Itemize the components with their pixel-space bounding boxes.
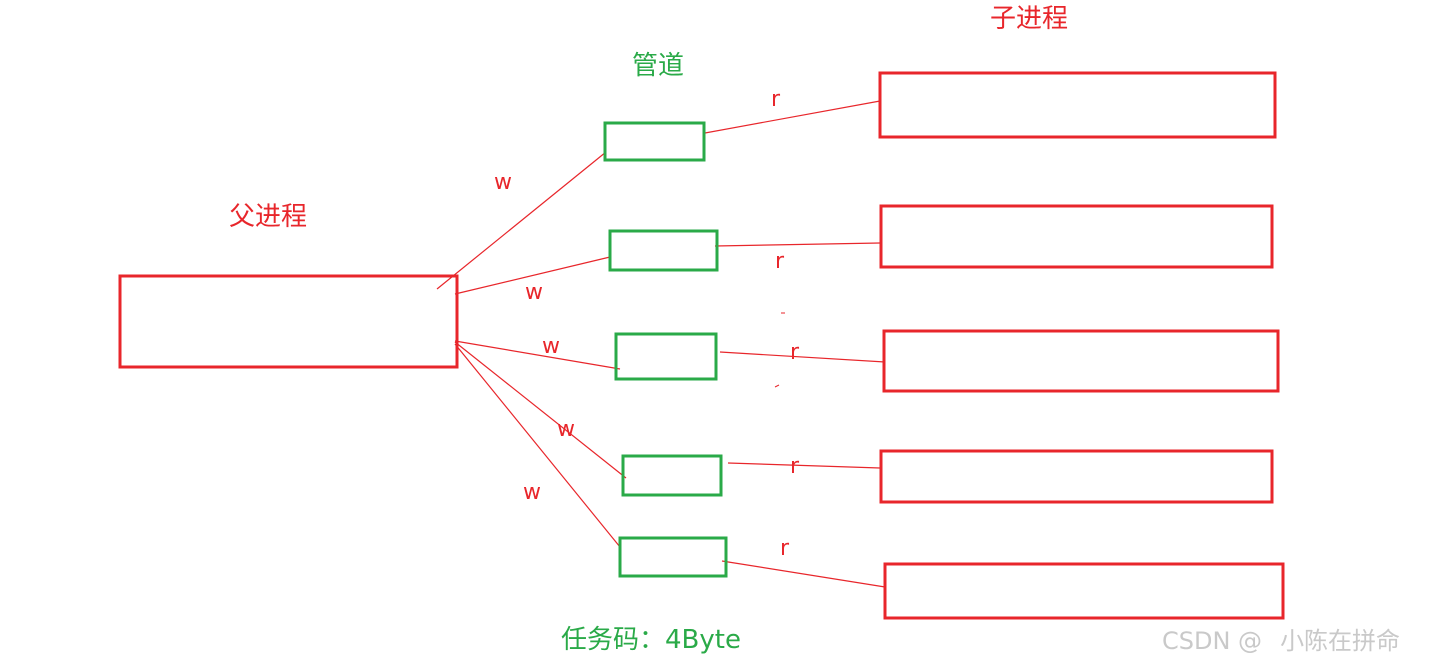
write-line-3 [454,340,621,370]
stray-mark-2 [774,384,780,388]
write-line-2 [454,256,611,295]
child-process-box-3 [882,329,1280,393]
read-label-1: r [771,87,781,112]
stray-marks [774,312,785,388]
write-label-3: w [542,334,560,359]
task-code-caption: 任务码：4Byte [561,625,741,655]
pipe-title: 管道 [632,51,685,81]
read-label-2: r [775,249,785,274]
read-label-5: r [780,536,790,561]
read-line-2 [714,242,881,247]
child-process-box-2 [879,204,1274,269]
write-label-4: w [557,417,575,442]
pipe-boxes [603,121,728,578]
pipe-box-4 [621,454,723,497]
write-label-5: w [523,480,541,505]
write-connectors [436,151,627,548]
read-connectors [704,100,886,588]
write-line-1 [436,151,607,290]
read-line-3 [719,351,886,363]
read-line-4 [727,462,881,469]
write-label-2: w [525,280,543,305]
watermark-platform: CSDN @ [1162,627,1263,655]
child-process-box-4 [879,449,1274,504]
read-line-5 [721,560,886,588]
pipe-box-2 [608,229,719,272]
write-label-1: w [494,170,512,195]
write-line-5 [454,343,621,548]
pipe-box-3 [614,332,718,381]
watermark: CSDN @ 小陈在拼命 [1162,629,1418,653]
child-process-title: 子进程 [990,4,1069,34]
read-line-1 [704,100,881,134]
parent-process-box [118,274,459,369]
watermark-author: 小陈在拼命 [1280,627,1401,655]
pipe-box-1 [603,121,706,162]
child-process-box-1 [878,71,1277,139]
child-boxes [878,71,1285,620]
parent-process-title: 父进程 [229,202,308,232]
read-label-4: r [790,454,800,479]
write-line-4 [454,341,627,479]
child-process-box-5 [883,562,1285,620]
pipe-box-5 [618,536,728,578]
read-label-3: r [790,340,800,365]
